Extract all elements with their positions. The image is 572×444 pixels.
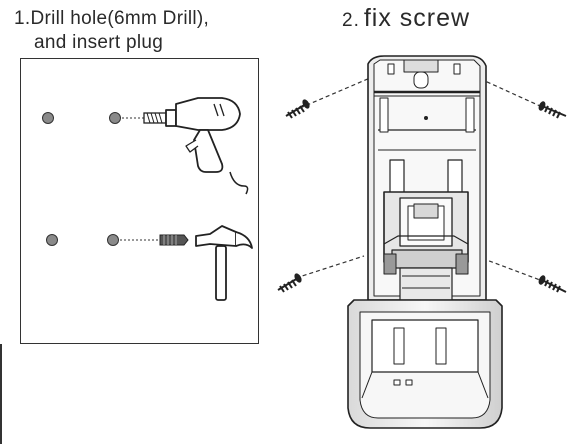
step2-number: 2. [342, 10, 360, 31]
step1-title-line2: and insert plug [34, 32, 164, 53]
wall-plug-icon [159, 234, 189, 246]
screw-icon [285, 103, 307, 119]
plug-row [46, 225, 253, 301]
step2-title-text: fix screw [363, 4, 471, 32]
step1-title-line1: 1.Drill hole(6mm Drill), [14, 8, 210, 29]
wall-hole-icon [109, 112, 121, 124]
drill-row [42, 97, 249, 195]
step2-title: 2.fix screw [342, 4, 470, 35]
wall-hole-icon [42, 112, 54, 124]
screw-icon [541, 279, 567, 293]
screw-bottom-left [277, 255, 365, 293]
hammer-icon [195, 225, 253, 301]
screw-bottom-right [475, 255, 567, 293]
drill-bit-icon [143, 112, 167, 124]
wall-hole-icon [46, 234, 58, 246]
screw-icon [277, 277, 299, 293]
soap-dispenser-icon [347, 55, 503, 429]
power-drill-icon [165, 97, 249, 195]
screw-icon [541, 105, 567, 119]
wall-hole-icon [107, 234, 119, 246]
screw-top-left [285, 77, 371, 119]
left-divider [0, 344, 2, 444]
screw-top-right [473, 75, 567, 119]
